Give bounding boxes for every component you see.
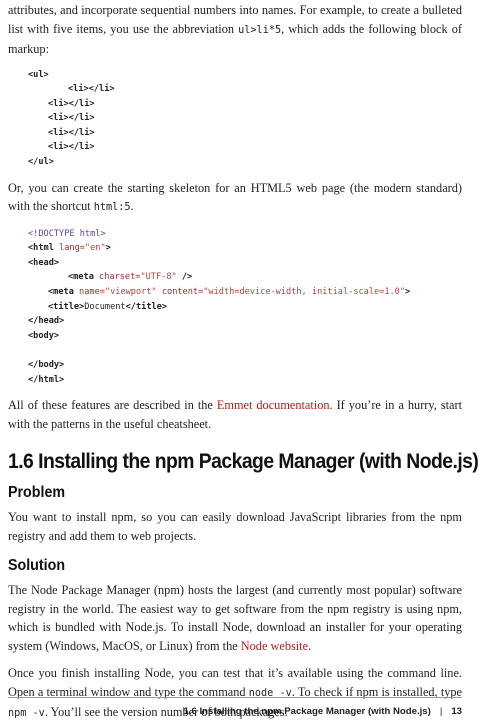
intro-text: attributes, and incorporate sequential n…: [8, 3, 462, 36]
code-head-open: <head>: [28, 257, 60, 268]
code-doctype: <!DOCTYPE html>: [28, 228, 106, 239]
shortcut-paragraph: Or, you can create the starting skeleton…: [8, 179, 462, 218]
install-check-paragraph: Once you finish installing Node, you can…: [8, 664, 462, 724]
intro-paragraph: attributes, and incorporate sequential n…: [8, 1, 462, 59]
shortcut-text: Or, you can create the starting skeleton…: [8, 180, 462, 214]
code-html-open: <html: [28, 243, 54, 254]
page-body: attributes, and incorporate sequential n…: [8, 0, 479, 724]
code-title-open: <title>: [48, 301, 85, 312]
code-attr: name=: [73, 287, 105, 298]
inline-code-npm-version: npm -v: [8, 708, 45, 720]
code-line: <li></li>: [68, 84, 115, 95]
solution-paragraph: The Node Package Manager (npm) hosts the…: [8, 581, 462, 655]
code-attr-value: "viewport": [104, 287, 157, 298]
code-attr: charset=: [93, 272, 141, 283]
code-line: <li></li>: [48, 127, 95, 138]
problem-paragraph: You want to install npm, so you can easi…: [8, 510, 462, 543]
code-body-close: </body>: [28, 360, 65, 370]
code-block-html5: <!DOCTYPE html> <html lang="en"> <head> …: [28, 227, 462, 388]
code-body-open: <body>: [28, 330, 60, 341]
code-tag-end: />: [176, 272, 193, 283]
code-html-close: </html>: [28, 374, 65, 385]
install-text-mid: . To check if npm is installed, type: [291, 684, 462, 699]
code-attr-value: "width=device-width, initial-scale=1.0": [203, 287, 406, 298]
emmet-text: All of these features are described in t…: [8, 398, 217, 413]
emmet-documentation-link[interactable]: Emmet documentation: [216, 398, 330, 413]
code-title-text: Document: [84, 301, 126, 312]
code-head-close: </head>: [28, 316, 65, 327]
footer-divider: [8, 697, 462, 698]
shortcut-text-end: .: [130, 199, 134, 214]
code-attr-value: "UTF-8": [140, 272, 177, 283]
section-title: 1.6 Installing the npm Package Manager (…: [8, 449, 479, 474]
footer-separator: |: [439, 706, 443, 717]
solution-text-end: .: [308, 638, 312, 653]
install-text-end: . You’ll see the version number of both …: [44, 705, 288, 720]
code-line: <li></li>: [48, 142, 95, 153]
emmet-paragraph: All of these features are described in t…: [8, 396, 462, 433]
code-tag-end: >: [105, 243, 111, 254]
code-attr-value: "en": [84, 243, 106, 254]
code-attr: lang=: [53, 243, 85, 254]
inline-code-shortcut: html:5: [93, 202, 131, 214]
problem-heading: Problem: [8, 484, 66, 502]
code-title-close: </title>: [125, 301, 168, 312]
code-line: </ul>: [28, 157, 54, 168]
code-line: <ul>: [28, 69, 49, 80]
code-attr: content=: [156, 287, 204, 298]
code-meta-charset: <meta: [68, 272, 94, 283]
inline-code-node-version: node -v: [248, 687, 292, 699]
running-title: 1.6 Installing the npm Package Manager (…: [183, 706, 431, 717]
solution-heading: Solution: [8, 557, 66, 575]
code-line: <li></li>: [48, 98, 95, 109]
node-website-link[interactable]: Node website: [240, 638, 309, 653]
emmet-text-end: . If you’re in a hurry, start with the p…: [8, 398, 462, 431]
page-number: 13: [451, 706, 462, 717]
inline-code-abbreviation: ul>li*5: [238, 24, 282, 36]
page-footer: 1.6 Installing the npm Package Manager (…: [183, 706, 462, 717]
code-line: <li></li>: [48, 113, 95, 124]
solution-text: The Node Package Manager (npm) hosts the…: [8, 583, 462, 653]
install-text: Once you finish installing Node, you can…: [8, 666, 462, 699]
intro-text-end: , which adds the following block of mark…: [8, 21, 462, 57]
code-tag-end: >: [405, 287, 411, 298]
code-meta-viewport: <meta: [48, 287, 74, 298]
code-block-ul: <ul> <li></li> <li></li> <li></li> <li><…: [28, 68, 462, 170]
